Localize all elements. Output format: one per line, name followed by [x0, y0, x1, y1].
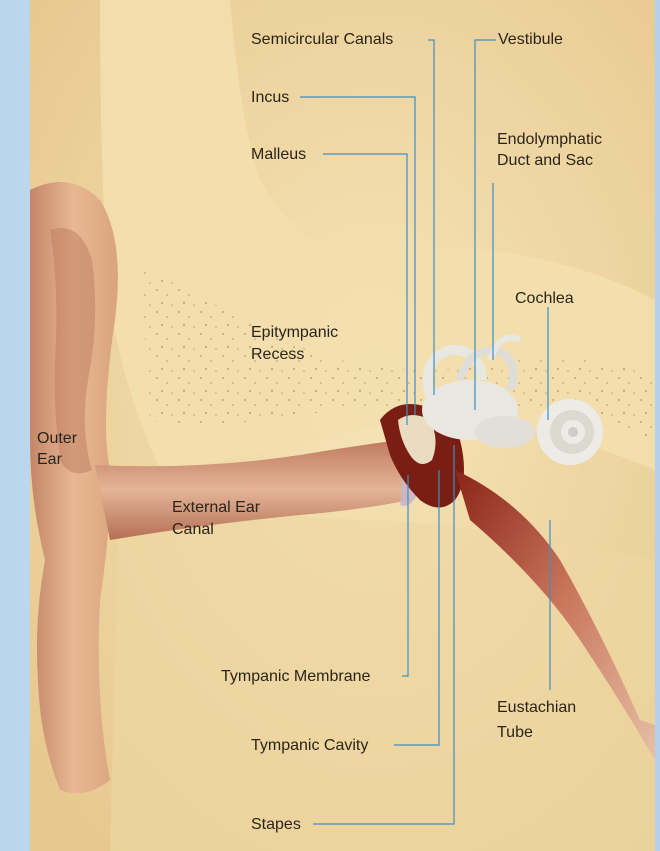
label-semicircular-canals: Semicircular Canals [251, 31, 393, 48]
label-endolymphatic-line1: Endolymphatic [497, 131, 602, 148]
label-epitympanic-line2: Recess [251, 346, 304, 363]
label-outer-ear-line1: Outer [37, 430, 78, 447]
label-outer-ear-line2: Ear [37, 451, 63, 468]
label-eustachian-line2: Tube [497, 724, 533, 741]
label-malleus: Malleus [251, 146, 306, 163]
label-tympanic-membrane: Tympanic Membrane [221, 668, 370, 685]
label-external-canal-line2: Canal [172, 521, 214, 538]
label-endolymphatic-line2: Duct and Sac [497, 152, 593, 169]
label-tympanic-cavity: Tympanic Cavity [251, 737, 368, 754]
label-vestibule: Vestibule [498, 31, 563, 48]
label-external-canal-line1: External Ear [172, 499, 261, 516]
label-stapes: Stapes [251, 816, 301, 833]
label-epitympanic-line1: Epitympanic [251, 324, 338, 341]
label-eustachian-line1: Eustachian [497, 699, 576, 716]
label-cochlea: Cochlea [515, 290, 574, 307]
label-incus: Incus [251, 89, 289, 106]
